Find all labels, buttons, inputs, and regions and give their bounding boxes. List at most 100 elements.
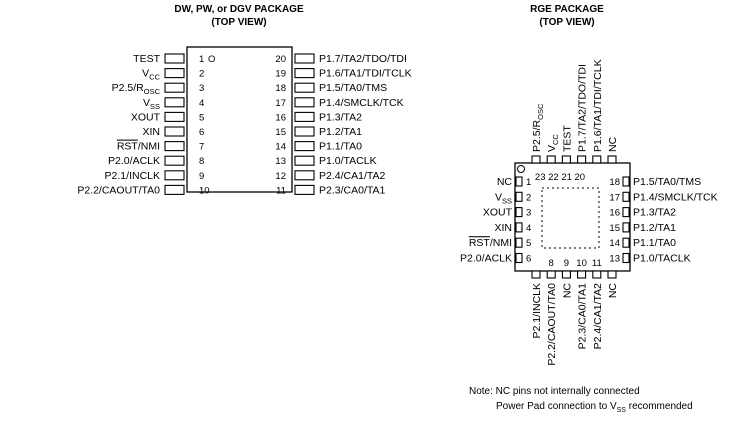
rge-pin-box [592,155,602,164]
rge-pin-label: VSS [495,191,512,205]
dip-pin-label: P1.3/TA2 [319,111,362,123]
rge-pin-number: 1 [526,177,531,188]
dip-pin-label-text: P2.1/INCLK [105,170,160,182]
dip-pin-number: 13 [275,156,286,167]
dip-pin-label: RST/NMI [117,141,160,153]
dip-pin-label: P1.5/TA0/TMS [319,82,387,94]
dip-pin-number: 20 [275,54,286,65]
dip-pin-box [294,97,315,108]
rge-pin-label: NC [497,176,513,188]
rge-pin-number: 18 [609,177,620,188]
dip-package-subtitle: (TOP VIEW) [211,17,266,28]
rge-pin-box [592,270,602,279]
dip-pin-label-text: P1.7/TA2/TDO/TDI [319,53,407,65]
rge-pin-box [515,176,523,187]
rge-pin-label-text: P2.4/CA1/TA2 [592,283,604,349]
rge-pin-number: 15 [609,223,620,234]
dip-pin-box [164,141,185,152]
dip-pin-label: P1.2/TA1 [319,126,362,138]
dip-pin-label: P1.0/TACLK [319,155,377,167]
rge-pin-box [607,155,617,164]
rge-pin-label-text: P1.4/SMCLK/TCK [633,191,718,203]
rge-pin-box [622,191,630,202]
dip-pin-box [164,170,185,181]
rge-pin-label: P1.4/SMCLK/TCK [633,191,718,203]
dip-pin-number: 3 [199,83,204,94]
rge-pin-label-text: TEST [561,125,573,152]
dip-pin-box [164,184,185,195]
dip-pin-number: 1 [199,54,204,65]
rge-pin-label-text: P1.1/TA0 [633,237,676,249]
rge-pin-label-text: NC [607,136,619,152]
dip-pin-box [164,53,185,64]
note-power-pad: Power Pad connection to VSS recommended [496,401,693,414]
dip-pin-label: TEST [133,53,160,65]
rge-pin-box [515,252,523,264]
rge-pin-label: P2.5/ROSC [531,103,545,152]
dip-pin-number: 2 [199,69,204,80]
dip-pin-box [294,82,315,93]
rge-pin-label-text: P2.2/CAOUT/TA0 [546,283,558,366]
rge-pin-number: 16 [609,208,620,219]
rge-pin-number: 13 [609,254,620,265]
rge-pin1-marker [517,165,525,173]
dip-pin-label-text: P1.6/TA1/TDI/TCLK [319,68,412,80]
rge-pin-label: RST/NMI [469,237,512,249]
dip-pin-label: VSS [143,97,160,111]
dip-pin-label-text: P1.4/SMCLK/TCK [319,97,404,109]
rge-pin-box [607,270,617,279]
rge-pin-number: 11 [592,258,602,269]
rge-pin-label-text: P1.7/TA2/TDO/TDI [577,64,589,152]
rge-pin-label: XOUT [483,207,513,219]
dip-pin-box [294,184,315,195]
rge-pin-label-text: P2.5/R [531,119,543,152]
dip-pin-label-text: P1.0/TACLK [319,155,377,167]
rge-pin-box [546,270,556,279]
dip-pin-number: 17 [275,98,286,109]
dip-pin-box [294,141,315,152]
rge-pin-box [515,237,523,248]
dip-pin-label-text: P2.3/CA0/TA1 [319,184,385,196]
dip-pin-label: P2.0/ACLK [108,155,160,167]
rge-pin-box [515,222,523,233]
rge-pin-box [577,270,587,279]
dip-pin-label: P1.6/TA1/TDI/TCLK [319,68,412,80]
rge-pin-label: P2.4/CA1/TA2 [592,283,604,349]
rge-pin-label-text: XOUT [483,207,513,219]
rge-pin-label-sub: SS [502,196,512,205]
rge-pin-box [622,176,630,187]
dip-pin-label-text: XIN [142,126,160,138]
rge-pin-label-sub: CC [551,134,560,145]
rge-pin-label: P1.6/TA1/TDI/TCLK [592,59,604,152]
note-power-pad-sub: SS [617,407,627,414]
rge-pin-label: NC [607,283,619,299]
dip-pin-box [164,126,185,137]
dip-pin-box [164,82,185,93]
rge-pin-label: VCC [546,134,560,152]
rge-pin-label: NC [561,283,573,299]
rge-pin-label: P1.2/TA1 [633,222,676,234]
rge-pin-number: 6 [526,254,531,265]
rge-pin-label: XIN [494,222,512,234]
rge-pin-label-text: P1.0/TACLK [633,253,691,265]
dip-pin-box [294,170,315,181]
rge-pin-label: P2.0/ACLK [460,253,512,265]
rge-pin-box [622,222,630,233]
rge-package-subtitle: (TOP VIEW) [539,17,594,28]
dip-pin-box [164,155,185,166]
rge-pin-box [531,270,541,279]
dip-pin-number: 11 [276,185,286,196]
dip-pin-box [164,68,185,79]
dip-pin-box [294,126,315,137]
rge-pin-label-text: NC [497,176,513,188]
rge-pin-number: 4 [526,223,531,234]
dip-pin-number: 10 [199,185,210,196]
dip-pin-label-overline: RST [117,141,139,153]
rge-pin-box [622,207,630,218]
